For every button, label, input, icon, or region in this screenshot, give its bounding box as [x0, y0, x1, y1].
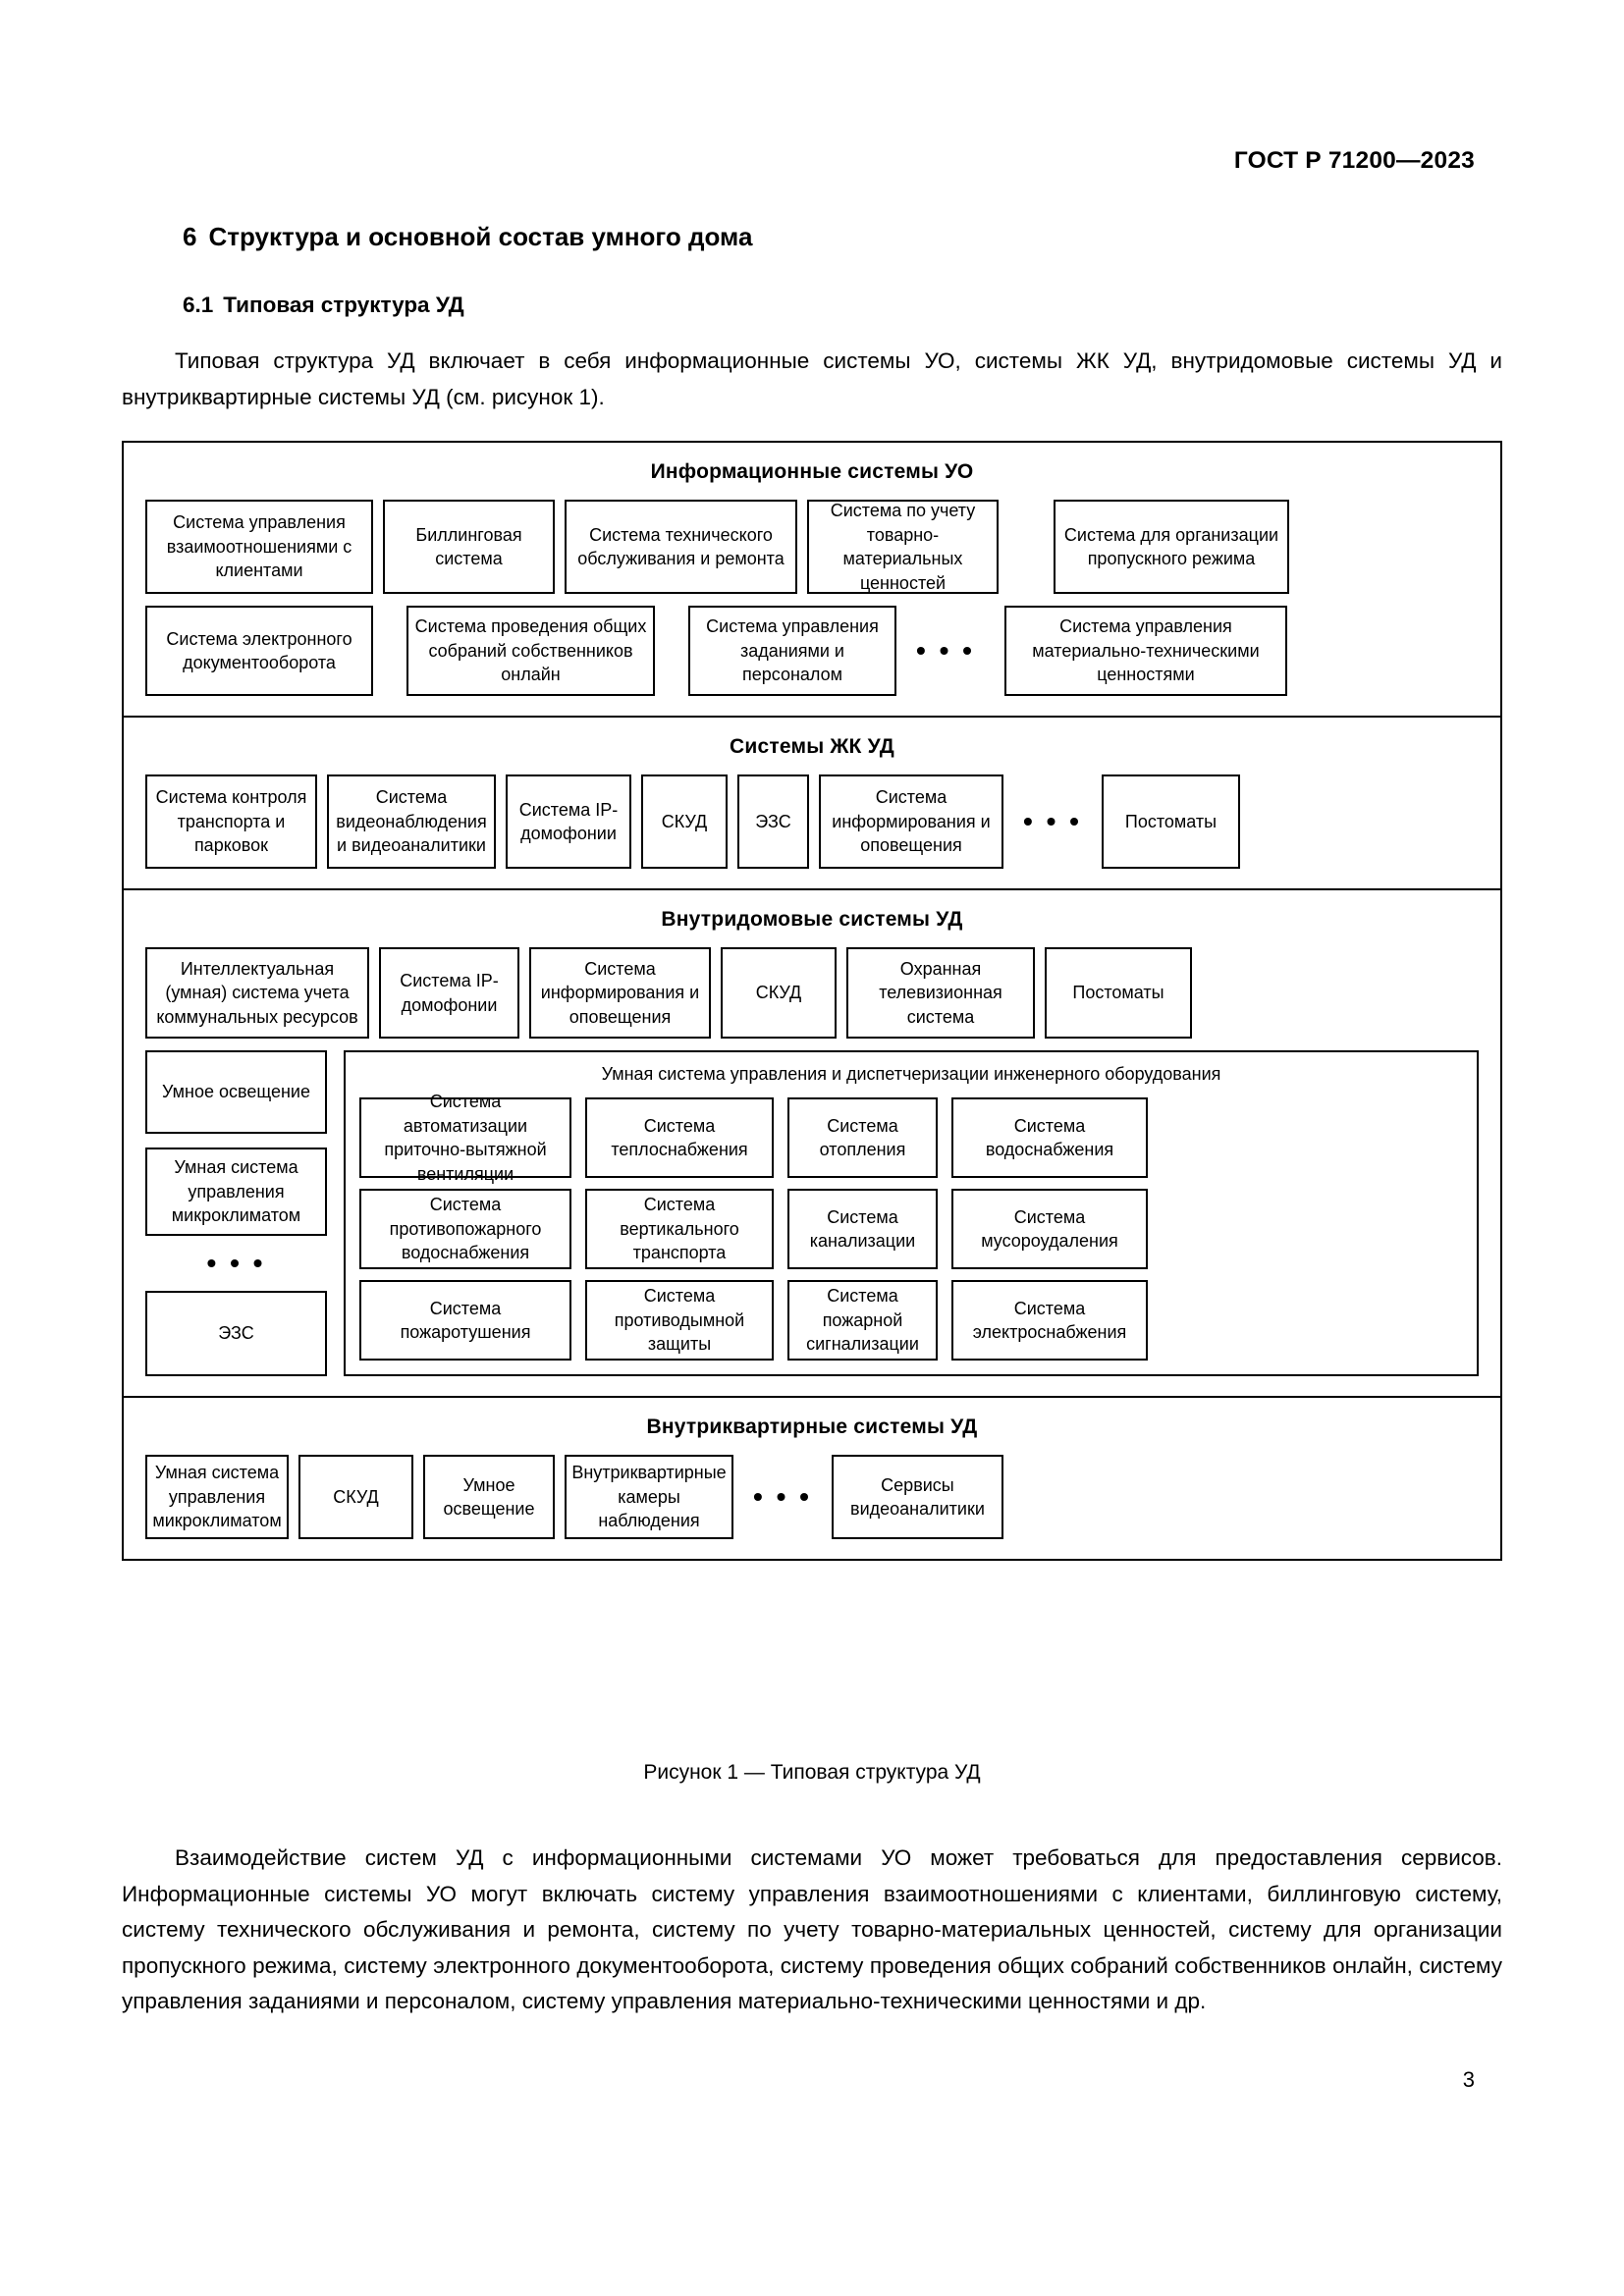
system-box[interactable]: Система отопления — [787, 1097, 938, 1178]
page-number: 3 — [1462, 2067, 1475, 2092]
band-row: Система контроля транспорта и парковок С… — [145, 774, 1479, 869]
system-box[interactable]: Система автоматизации приточно-вытяжной … — [359, 1092, 571, 1184]
band-complex-systems: Системы ЖК УД Система контроля транспорт… — [124, 718, 1500, 890]
intro-paragraph: Типовая структура УД включает в себя инф… — [122, 344, 1502, 415]
band-information-systems: Информационные системы УО Система управл… — [124, 443, 1500, 718]
engineering-equipment-group: Умная система управления и диспетчеризац… — [344, 1050, 1479, 1376]
system-box[interactable]: Система контроля транспорта и парковок — [145, 774, 317, 869]
section-title: Структура и основной состав умного дома — [208, 222, 753, 251]
system-box[interactable]: Сервисы видеоаналитики — [831, 1455, 1003, 1539]
system-box[interactable]: Биллинговая система — [383, 500, 555, 594]
subsection-number: 6.1 — [183, 293, 214, 317]
ellipsis-icon: • • • — [753, 1481, 812, 1512]
system-box[interactable]: СКУД — [721, 947, 837, 1039]
system-box[interactable]: Умное освещение — [145, 1050, 327, 1134]
section-number: 6 — [183, 222, 197, 251]
system-box[interactable]: Система IP-домофонии — [379, 947, 519, 1039]
band-row: Интеллектуальная (умная) система учета к… — [145, 947, 1479, 1039]
building-systems-lower: Умное освещение Умная система управления… — [145, 1050, 1479, 1376]
engineering-grid: Система автоматизации приточно-вытяжной … — [359, 1092, 1463, 1361]
system-box[interactable]: Умное освещение — [423, 1455, 555, 1539]
subsection-heading: 6.1 Типовая структура УД — [183, 293, 464, 318]
system-box[interactable]: Система управления заданиями и персонало… — [688, 606, 896, 696]
subsection-title: Типовая структура УД — [223, 293, 464, 317]
band-title: Информационные системы УО — [650, 460, 974, 483]
system-box[interactable]: Охранная телевизионная система — [846, 947, 1035, 1039]
band-apartment-systems: Внутриквартирные системы УД Умная систем… — [124, 1398, 1500, 1559]
building-left-column: Умное освещение Умная система управления… — [145, 1050, 327, 1376]
system-box[interactable]: Система информирования и оповещения — [529, 947, 711, 1039]
band-row: Система электронного документооборота Си… — [145, 606, 1479, 696]
band-title: Системы ЖК УД — [730, 735, 894, 758]
system-box[interactable]: Система для организации пропускного режи… — [1054, 500, 1289, 594]
system-box[interactable]: Система противопожарного водоснабжения — [359, 1189, 571, 1269]
band-building-systems: Внутридомовые системы УД Интеллектуальна… — [124, 890, 1500, 1398]
system-box[interactable]: Интеллектуальная (умная) система учета к… — [145, 947, 369, 1039]
system-box[interactable]: Система информирования и оповещения — [819, 774, 1003, 869]
outro-paragraph-text: Взаимодействие систем УД с информационны… — [122, 1845, 1502, 2013]
system-box[interactable]: Система видеонаблюдения и видеоаналитики — [327, 774, 496, 869]
system-box[interactable]: Система проведения общих собраний собств… — [406, 606, 655, 696]
system-box[interactable]: Система вертикального транспорта — [585, 1189, 774, 1269]
section-heading: 6 Структура и основной состав умного дома — [183, 222, 752, 252]
spacer — [145, 1134, 327, 1148]
system-box[interactable]: Система управления взаимоотношениями с к… — [145, 500, 373, 594]
system-box[interactable]: Система по учету товарно-материальных це… — [807, 500, 999, 594]
system-box[interactable]: Система технического обслуживания и ремо… — [565, 500, 797, 594]
engineering-group-title: Умная система управления и диспетчеризац… — [601, 1064, 1221, 1084]
system-box[interactable]: Постоматы — [1045, 947, 1192, 1039]
system-box[interactable]: Умная система управления микроклиматом — [145, 1148, 327, 1236]
figure-typical-structure: Информационные системы УО Система управл… — [122, 441, 1502, 1561]
system-box[interactable]: Система IP-домофонии — [506, 774, 631, 869]
ellipsis-icon: • • • — [1023, 806, 1082, 836]
system-box[interactable]: Система электроснабжения — [951, 1280, 1148, 1361]
system-box[interactable]: Система управления материально-техническ… — [1003, 606, 1287, 696]
ellipsis-icon: • • • — [916, 635, 975, 666]
system-box[interactable]: Система пожарной сигнализации — [787, 1280, 938, 1361]
band-row: Умная система управления микроклиматом С… — [145, 1455, 1479, 1539]
standard-designation: ГОСТ Р 71200—2023 — [1233, 147, 1475, 174]
system-box[interactable]: СКУД — [298, 1455, 413, 1539]
system-box[interactable]: Система водоснабжения — [951, 1097, 1148, 1178]
band-row: Система управления взаимоотношениями с к… — [145, 500, 1479, 594]
system-box[interactable]: СКУД — [641, 774, 728, 869]
system-box[interactable]: Постоматы — [1101, 774, 1240, 869]
system-box[interactable]: Система канализации — [787, 1189, 938, 1269]
system-box[interactable]: Система теплоснабжения — [585, 1097, 774, 1178]
ellipsis-icon: • • • — [206, 1248, 266, 1278]
band-title: Внутриквартирные системы УД — [646, 1415, 978, 1438]
outro-paragraph: Взаимодействие систем УД с информационны… — [122, 1841, 1502, 2020]
system-box[interactable]: Внутриквартирные камеры наблюдения — [565, 1455, 733, 1539]
system-box[interactable]: Система электронного документооборота — [145, 606, 373, 696]
intro-paragraph-text: Типовая структура УД включает в себя инф… — [122, 348, 1502, 409]
system-box[interactable]: ЭЗС — [737, 774, 809, 869]
system-box[interactable]: Система противодымной защиты — [585, 1280, 774, 1361]
figure-caption: Рисунок 1 — Типовая структура УД — [643, 1761, 981, 1784]
system-box[interactable]: Система пожаротушения — [359, 1280, 571, 1361]
system-box[interactable]: Умная система управления микроклиматом — [145, 1455, 289, 1539]
band-title: Внутридомовые системы УД — [661, 908, 963, 931]
system-box[interactable]: ЭЗС — [145, 1291, 327, 1376]
system-box[interactable]: Система мусороудаления — [951, 1189, 1148, 1269]
